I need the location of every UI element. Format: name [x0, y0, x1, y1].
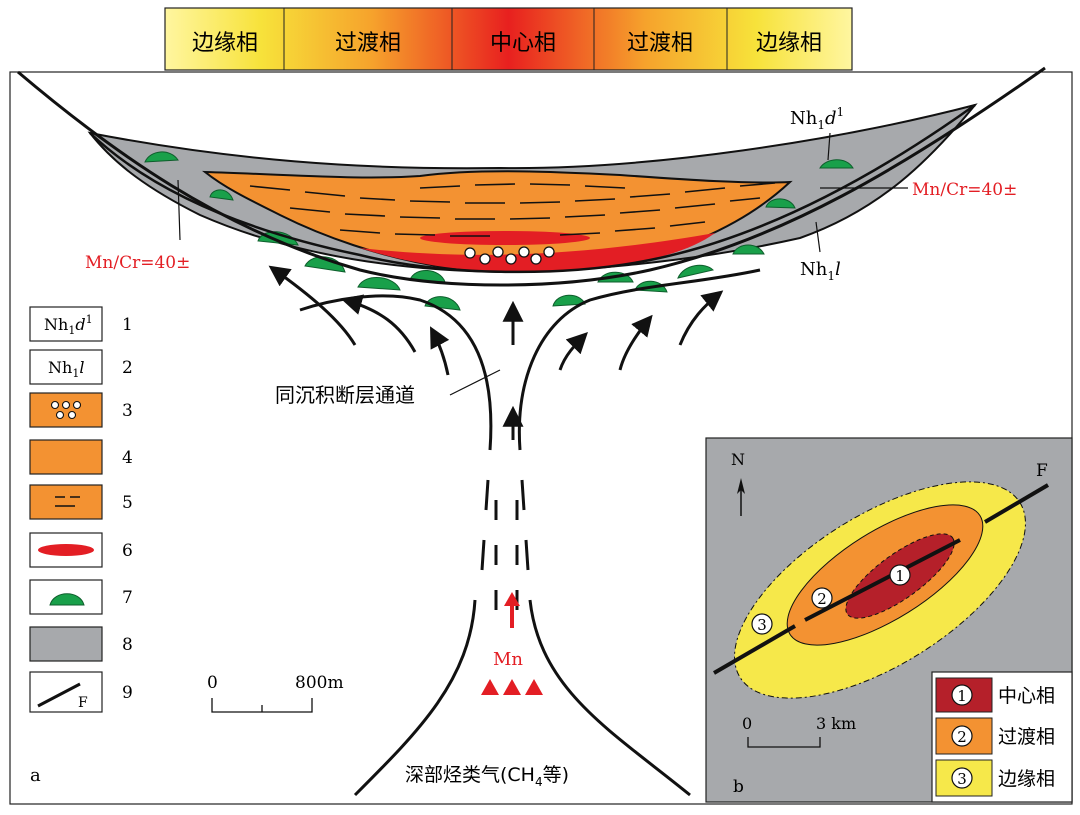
facies-label-transition-right: 过渡相: [627, 31, 693, 56]
flow-arrows: [268, 265, 724, 440]
mn-arrows: [481, 592, 543, 740]
fault-wall-right: [517, 268, 761, 797]
label-mncr-right: Mn/Cr=40±: [912, 180, 1017, 200]
dash-lines: [249, 182, 776, 237]
basin-annotations: Nh1d1 Mn/Cr=40± Nh1l Mn/Cr=40± 同沉积断层通道 M…: [30, 105, 1017, 789]
legend-number-6: 6: [122, 541, 133, 561]
inset-fault-label: F: [1036, 461, 1048, 481]
label-panel-b: b: [733, 777, 744, 797]
svg-text:N: N: [731, 450, 745, 469]
legend-swatch-9-f: F: [78, 695, 88, 711]
label-nh1d1: Nh1d1: [790, 105, 844, 132]
red-lens: [420, 231, 590, 245]
label-nh1l: Nh1l: [800, 259, 841, 283]
legend-number-7: 7: [122, 588, 133, 608]
facies-label-edge-left: 边缘相: [192, 31, 258, 56]
label-fault-channel: 同沉积断层通道: [275, 383, 415, 407]
svg-text:3: 3: [757, 616, 767, 634]
basin: [17, 66, 1046, 797]
facies-bar-background: [164, 7, 853, 71]
inset-fault-line: [712, 483, 1050, 675]
legend-swatch-1: [29, 306, 103, 342]
inset-legend-row-1: 1 中心相: [935, 677, 1055, 713]
legend-swatch-1-text: Nh1d1: [44, 313, 93, 337]
legend-swatch-3: [29, 392, 103, 428]
inset-scale-end: 3 km: [816, 714, 856, 733]
inset-legend-label-3: 边缘相: [998, 768, 1055, 790]
inset-map: F N 1 2 3 0 3 km b 1 中心相: [705, 437, 1073, 803]
inset-scale-start: 0: [742, 714, 752, 733]
north-arrow-icon: N: [731, 450, 745, 516]
label-deep-gas: 深部烃类气(CH4等): [405, 764, 569, 789]
scale-bar-a: 0 800m: [207, 673, 344, 713]
inset-legend-row-3: 3 边缘相: [935, 759, 1055, 797]
scale-a-end: 800m: [295, 673, 344, 693]
zone-number-3: 3: [751, 613, 773, 635]
zone-number-2: 2: [811, 587, 833, 609]
scale-a-start: 0: [207, 673, 218, 693]
fault-wall-left: [299, 294, 493, 797]
red-bottom-band: [360, 233, 715, 273]
legend-number-9: 9: [122, 683, 133, 703]
facies-label-transition-left: 过渡相: [335, 31, 401, 56]
legend-swatch-5: [29, 484, 103, 520]
legend-number-4: 4: [122, 448, 133, 468]
svg-text:2: 2: [817, 590, 827, 608]
label-mncr-left: Mn/Cr=40±: [85, 253, 190, 273]
inset-legend-label-2: 过渡相: [998, 726, 1055, 748]
svg-text:1: 1: [957, 687, 967, 705]
svg-text:3: 3: [957, 770, 967, 788]
basin-inner-curve: [89, 103, 976, 274]
legend-number-2: 2: [122, 358, 133, 378]
zone-number-1: 1: [889, 564, 911, 586]
svg-text:2: 2: [957, 728, 967, 746]
label-panel-a: a: [30, 765, 41, 786]
pisolite-circles: [464, 246, 555, 265]
facies-label-center: 中心相: [490, 31, 556, 56]
legend-number-5: 5: [122, 493, 133, 513]
legend-swatch-2: [29, 349, 103, 385]
facies-bar: 边缘相 过渡相 中心相 过渡相 边缘相: [164, 7, 853, 71]
green-lenses: [144, 151, 854, 311]
legend-swatch-8: [29, 626, 103, 662]
channel-dashes: [494, 500, 519, 610]
legend-swatch-2-text: Nh1l: [48, 358, 84, 380]
svg-text:1: 1: [895, 567, 905, 585]
inset-legend-row-2: 2 过渡相: [935, 717, 1055, 755]
facies-label-edge-right: 边缘相: [756, 31, 822, 56]
legend-number-1: 1: [122, 315, 133, 335]
inset-legend-label-1: 中心相: [998, 685, 1055, 707]
legend: Nh1d1 Nh1l F 1 2 3 4 5 6 7 8 9: [29, 306, 133, 713]
label-mn: Mn: [493, 649, 523, 670]
legend-number-8: 8: [122, 635, 133, 655]
legend-swatch-4: [29, 439, 103, 475]
legend-number-3: 3: [122, 401, 133, 421]
